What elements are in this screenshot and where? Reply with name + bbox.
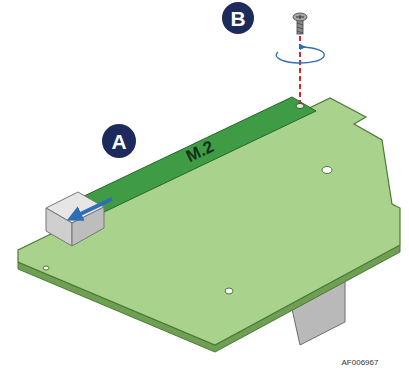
m2-card — [80, 97, 316, 212]
screw — [293, 13, 307, 21]
mount-hole — [322, 167, 332, 174]
m2-connector — [46, 208, 72, 246]
rotate-arrow — [300, 44, 306, 50]
callout-letter: A — [111, 131, 126, 152]
mount-hole — [225, 288, 233, 294]
card-label: M.2 — [183, 137, 217, 167]
mount-hole — [43, 266, 49, 270]
callout-circle: B — [222, 2, 254, 34]
m2-connector — [72, 207, 104, 246]
insert-arrow — [74, 199, 112, 217]
callout-letter: B — [230, 8, 245, 29]
callout-circle: A — [102, 124, 136, 158]
circuit-board — [18, 98, 400, 345]
figure-code: AF006967 — [342, 358, 379, 367]
card-hole — [296, 103, 304, 108]
